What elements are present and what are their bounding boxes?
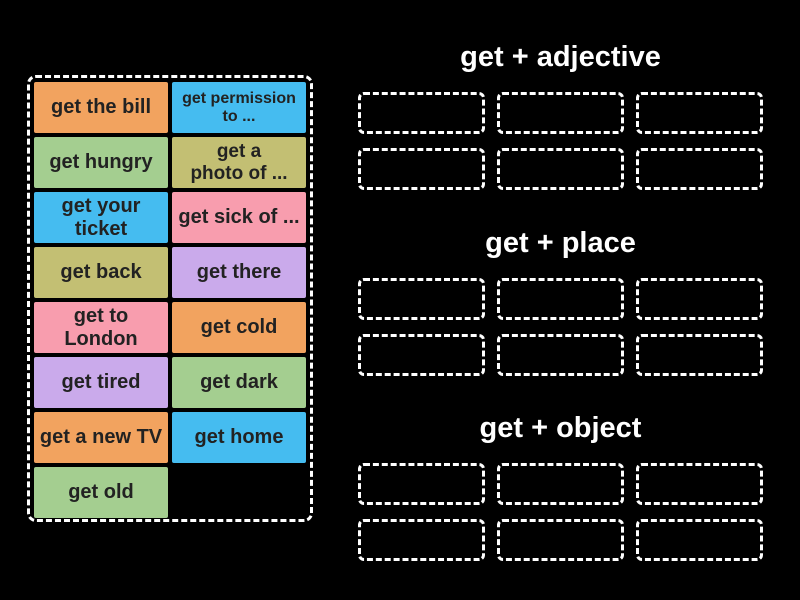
word-tile[interactable]: get a photo of ... — [172, 137, 306, 188]
word-tile[interactable]: get a new TV — [34, 412, 168, 463]
word-group: get + object — [358, 407, 763, 561]
drop-slot[interactable] — [636, 92, 763, 134]
drop-slot[interactable] — [358, 463, 485, 505]
drop-slot[interactable] — [358, 148, 485, 190]
slot-grid — [358, 92, 763, 190]
word-group: get + adjective — [358, 36, 763, 190]
word-group: get + place — [358, 222, 763, 376]
drop-slot[interactable] — [358, 92, 485, 134]
word-tile[interactable]: get dark — [172, 357, 306, 408]
drop-slot[interactable] — [497, 463, 624, 505]
drop-slot[interactable] — [636, 148, 763, 190]
drop-slot[interactable] — [358, 278, 485, 320]
drop-slot[interactable] — [497, 278, 624, 320]
word-tile[interactable]: get to London — [34, 302, 168, 353]
drop-slot[interactable] — [497, 92, 624, 134]
drop-slot[interactable] — [358, 519, 485, 561]
slot-grid — [358, 278, 763, 376]
slot-grid — [358, 463, 763, 561]
word-tile[interactable]: get your ticket — [34, 192, 168, 243]
word-tile[interactable]: get tired — [34, 357, 168, 408]
word-tile[interactable]: get home — [172, 412, 306, 463]
group-title: get + object — [479, 412, 642, 444]
group-title: get + adjective — [460, 41, 661, 73]
word-tile[interactable]: get permission to ... — [172, 82, 306, 133]
group-title: get + place — [485, 227, 636, 259]
drop-slot[interactable] — [636, 463, 763, 505]
drop-slot[interactable] — [636, 334, 763, 376]
drop-slot[interactable] — [497, 148, 624, 190]
drop-slot[interactable] — [636, 278, 763, 320]
word-tile[interactable]: get the bill — [34, 82, 168, 133]
drop-slot[interactable] — [636, 519, 763, 561]
word-tile[interactable]: get sick of ... — [172, 192, 306, 243]
word-tile[interactable]: get there — [172, 247, 306, 298]
word-tile[interactable]: get old — [34, 467, 168, 518]
word-tile[interactable]: get back — [34, 247, 168, 298]
drop-slot[interactable] — [497, 519, 624, 561]
word-tile[interactable]: get cold — [172, 302, 306, 353]
drop-slot[interactable] — [497, 334, 624, 376]
drop-slot[interactable] — [358, 334, 485, 376]
word-tile[interactable]: get hungry — [34, 137, 168, 188]
